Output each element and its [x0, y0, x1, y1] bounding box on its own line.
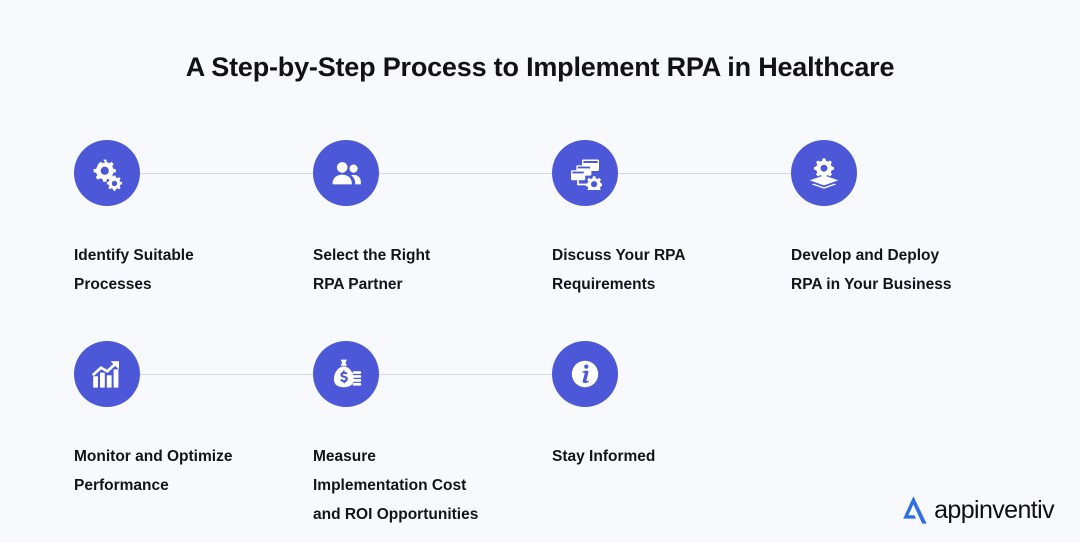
step-label: Measure Implementation Cost and ROI Oppo…: [313, 448, 479, 523]
step-icon-circle[interactable]: [791, 140, 857, 206]
process-step-measure-implementation-cost-roi[interactable]: Measure Implementation Cost and ROI Oppo…: [313, 341, 552, 529]
step-label: Develop and Deploy RPA in Your Business: [791, 247, 952, 293]
appinventiv-wordmark: appinventiv: [934, 495, 1054, 524]
windows-settings-icon: [571, 159, 602, 190]
people-group-icon: [332, 162, 361, 185]
step-icon-circle[interactable]: [313, 341, 379, 407]
appinventiv-a-mark-icon: [903, 496, 927, 524]
step-connector: [140, 374, 313, 375]
process-step-identify-suitable-processes[interactable]: Identify Suitable Processes: [74, 140, 313, 299]
step-icon-circle[interactable]: [313, 140, 379, 206]
page-title: A Step-by-Step Process to Implement RPA …: [185, 52, 895, 82]
process-row-1: Identify Suitable Processes Select the R…: [0, 140, 1080, 293]
process-step-discuss-your-rpa-requirements[interactable]: Discuss Your RPA Requirements: [552, 140, 791, 299]
info-icon: [571, 360, 599, 388]
step-connector: [140, 173, 313, 174]
process-step-select-the-right-rpa-partner[interactable]: Select the Right RPA Partner: [313, 140, 552, 299]
step-label: Select the Right RPA Partner: [313, 247, 431, 293]
money-bag-coins-icon: [333, 359, 362, 388]
step-label: Identify Suitable Processes: [74, 247, 194, 293]
process-step-monitor-and-optimize-performance[interactable]: Monitor and Optimize Performance: [74, 341, 313, 500]
step-label: Monitor and Optimize Performance: [74, 448, 233, 494]
process-step-stay-informed[interactable]: Stay Informed: [552, 341, 790, 471]
gears-icon: [93, 159, 123, 191]
gear-layers-deploy-icon: [809, 158, 839, 189]
step-connector: [379, 173, 552, 174]
process-step-develop-and-deploy-rpa[interactable]: Develop and Deploy RPA in Your Business: [791, 140, 1029, 299]
step-label: Stay Informed: [552, 448, 656, 465]
bar-chart-growth-icon: [92, 361, 119, 388]
step-icon-circle[interactable]: [74, 341, 140, 407]
step-label: Discuss Your RPA Requirements: [552, 247, 686, 293]
step-connector: [379, 374, 552, 375]
step-connector: [618, 173, 791, 174]
step-icon-circle[interactable]: [552, 140, 618, 206]
process-row-2: Monitor and Optimize Performance: [0, 341, 1080, 523]
appinventiv-logo[interactable]: appinventiv: [898, 494, 1055, 526]
step-icon-circle[interactable]: [74, 140, 140, 206]
step-icon-circle[interactable]: [552, 341, 618, 407]
